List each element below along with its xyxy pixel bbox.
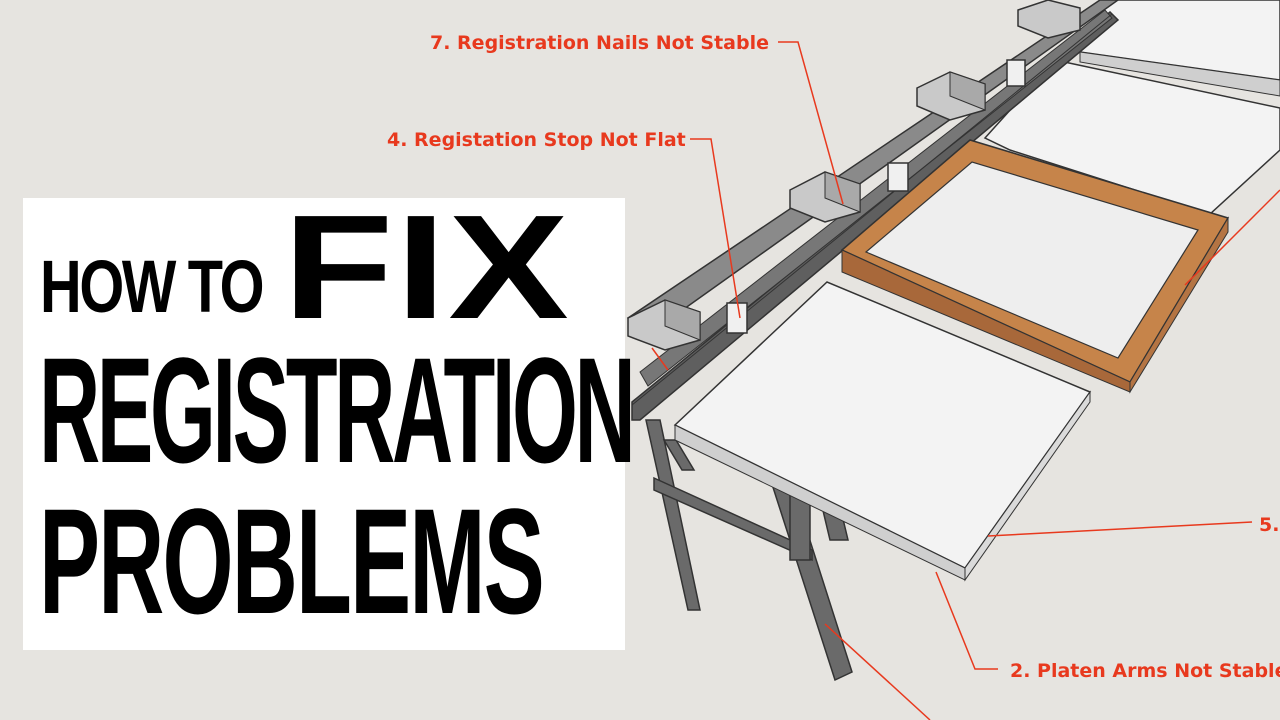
title-fix: FIX <box>283 194 571 342</box>
callout-platen-edge: 5. <box>1259 514 1279 536</box>
callout-nails: 7. Registration Nails Not Stable <box>430 32 769 54</box>
title-registration: REGISTRATION <box>39 335 632 485</box>
callout-stop: 4. Registation Stop Not Flat <box>387 129 686 151</box>
title-how-to: HOW TO <box>40 250 262 324</box>
title-card: HOW TO FIX REGISTRATION PROBLEMS <box>23 198 625 650</box>
callout-arms: 2. Platen Arms Not Stable <box>1010 660 1280 682</box>
title-problems: PROBLEMS <box>39 486 543 636</box>
